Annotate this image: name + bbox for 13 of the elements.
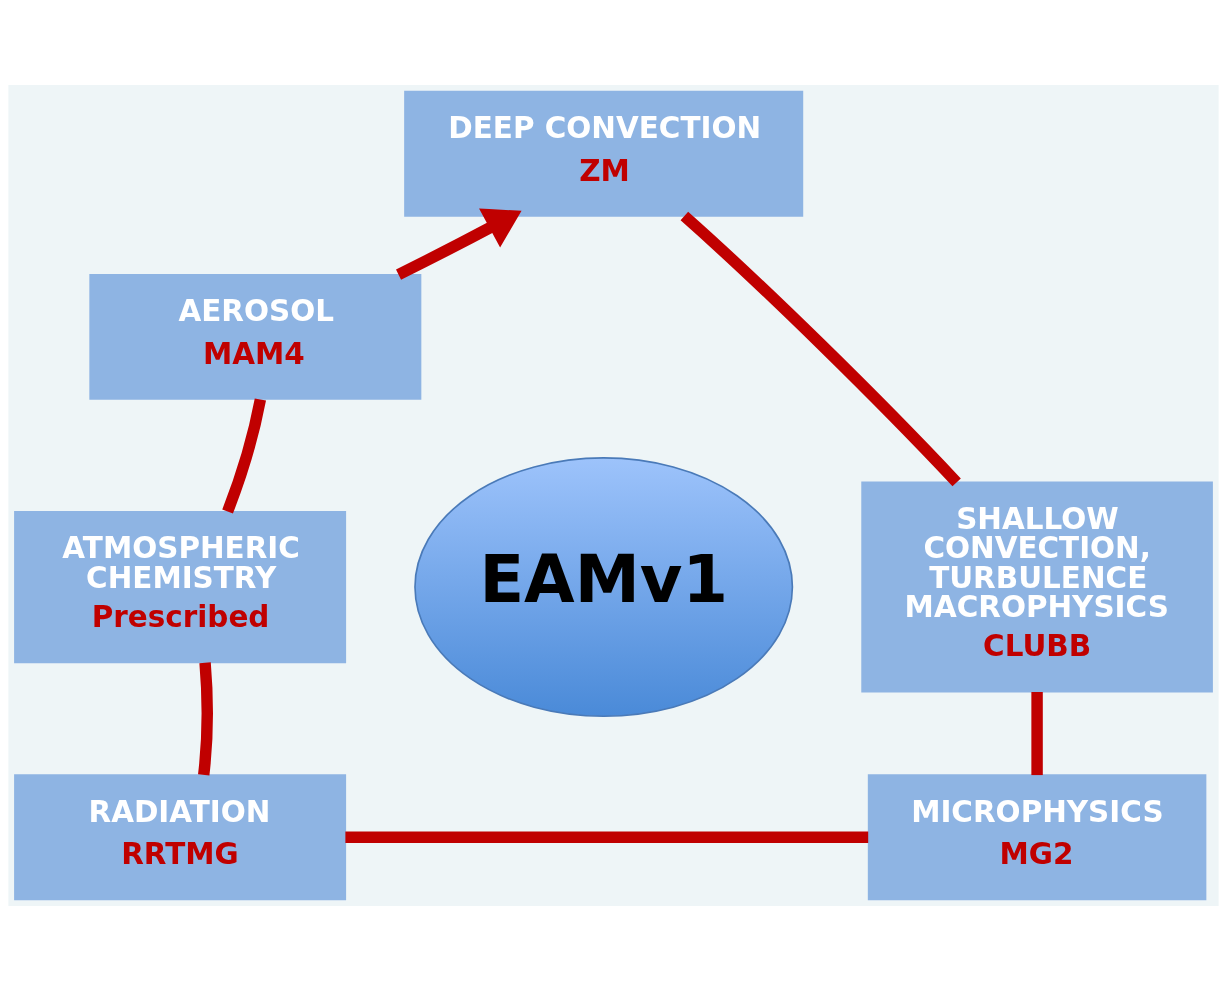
arrow [396,207,522,280]
connector [222,397,266,513]
connector [1031,691,1043,775]
node-box: ATMOSPHERIC CHEMISTRY Prescribed [14,510,347,663]
node-box: DEEP CONVECTION ZM [404,90,804,217]
connector [345,831,869,843]
node-box: RADIATION RRTMG [14,773,347,900]
node-box: SHALLOW CONVECTION, TURBULENCE MACROPHYSICS CLUBB [861,481,1213,693]
node-box: MICROPHYSICS MG2 [867,773,1207,900]
node-box: AEROSOL MAM4 [89,273,422,400]
node-ellipse: EAMv1 [414,456,794,717]
connector [198,661,213,776]
connector [680,211,961,486]
